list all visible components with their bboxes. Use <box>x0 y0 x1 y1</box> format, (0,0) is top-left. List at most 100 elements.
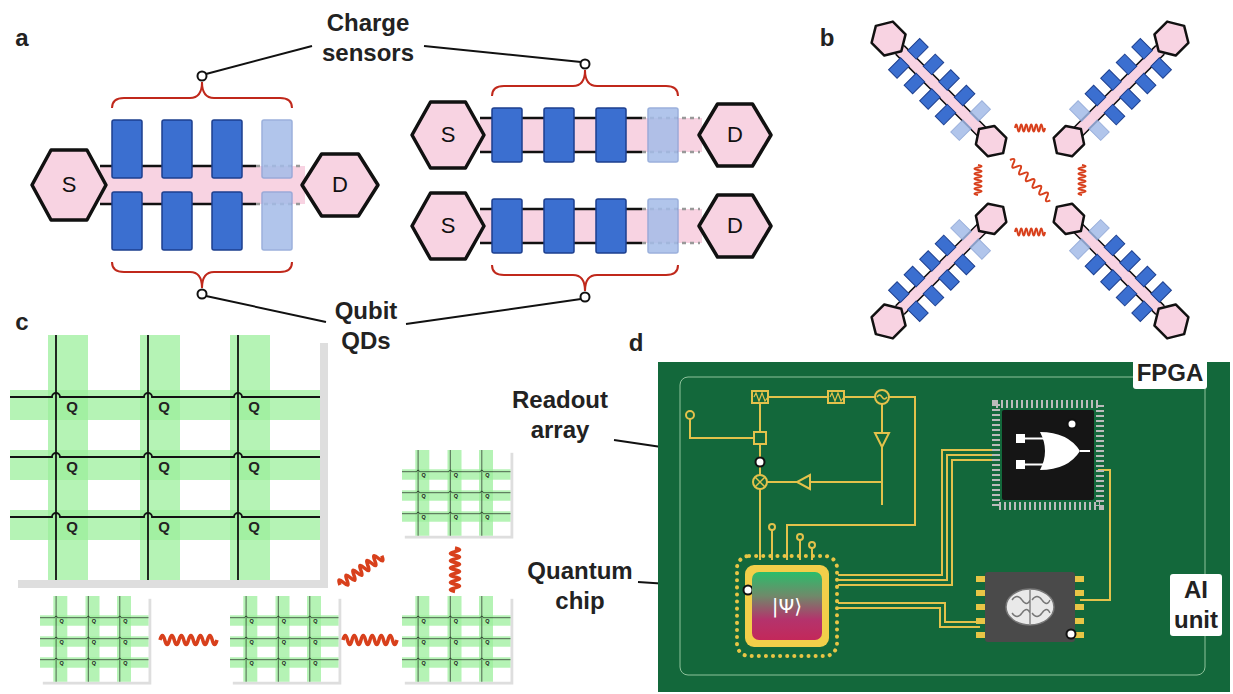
qubit-label: Q <box>422 493 426 500</box>
callout-label: AI unit <box>1170 574 1222 636</box>
curly-bracket <box>112 82 292 108</box>
cross-device <box>860 191 1018 349</box>
fpga-chip <box>996 404 1100 506</box>
single-row-device <box>492 108 522 162</box>
node-text: D <box>727 213 743 238</box>
circuit-trace <box>881 404 883 505</box>
hexagon-outline <box>412 193 484 259</box>
single-row-device <box>492 108 626 162</box>
qubit-label: Q <box>485 660 489 667</box>
qubit-label: Q <box>158 398 170 417</box>
panel-letter: c <box>15 307 28 337</box>
qubit-label: Q <box>454 472 458 479</box>
qubit-crossbar <box>402 450 513 539</box>
single-row-device <box>480 199 702 253</box>
node-text: S <box>62 172 77 197</box>
quantum-chip-package <box>745 565 829 647</box>
qubit-label: Q <box>313 660 317 667</box>
qubit-crossbar <box>230 596 341 685</box>
leader-dot <box>198 60 590 302</box>
circuit-symbol <box>875 433 889 447</box>
circuit-symbol <box>809 542 815 548</box>
callout-label: Charge sensors <box>322 8 414 68</box>
qubit-label: Q <box>454 514 458 521</box>
circuit-trace <box>767 481 882 483</box>
single-row-device <box>544 108 574 162</box>
qubit-label: Q <box>422 639 426 646</box>
qubit-label: Q <box>313 618 317 625</box>
circuit-trace <box>759 489 761 560</box>
control-board <box>658 362 1230 692</box>
source-contact: S <box>410 191 486 261</box>
qubit-label: Q <box>66 518 78 537</box>
leader-dot <box>198 72 207 81</box>
qubit-label: Q <box>248 458 260 477</box>
circuit-symbol <box>755 395 887 487</box>
single-row-device <box>648 199 678 253</box>
drain-contact: D <box>300 152 380 218</box>
double-row-device <box>100 120 305 250</box>
quantum-chip-package <box>737 556 837 656</box>
circuit-trace <box>760 397 915 560</box>
qubit-crossbar <box>160 635 217 644</box>
qubit-crossbar <box>337 552 384 589</box>
single-row-device <box>492 199 626 253</box>
single-row-device <box>596 199 626 253</box>
qubit-crossbar <box>343 635 397 644</box>
ai-chip <box>985 572 1075 642</box>
callout-label: Qubit QDs <box>335 296 398 356</box>
cross-device <box>1015 229 1045 236</box>
qubit-label: Q <box>92 618 96 625</box>
cross-device <box>860 10 1018 168</box>
qubit-label: Q <box>454 660 458 667</box>
circuit-symbol <box>686 411 694 419</box>
single-row-device <box>492 199 522 253</box>
callout-label: FPGA <box>1133 357 1208 389</box>
quantum-chip-die: |Ψ⟩ <box>752 572 822 640</box>
fpga-chip <box>1002 410 1094 500</box>
qubit-label: Q <box>313 639 317 646</box>
cross-device <box>1079 165 1086 195</box>
qubit-label: Q <box>485 639 489 646</box>
ai-chip <box>981 572 1079 642</box>
qubit-label: Q <box>60 618 64 625</box>
leader-dot <box>1067 630 1076 639</box>
qubit-label: Q <box>422 618 426 625</box>
node-text: S <box>441 122 456 147</box>
circuit-symbol <box>797 534 803 540</box>
qubit-crossbar <box>10 335 328 588</box>
double-row-device <box>112 120 142 178</box>
curly-bracket <box>112 262 292 288</box>
qubit-label: Q <box>66 458 78 477</box>
hexagon-outline <box>32 150 106 220</box>
qubit-label: Q <box>454 618 458 625</box>
leader-line <box>206 46 312 74</box>
circuit-symbol <box>686 390 889 548</box>
qubit-label: Q <box>250 660 254 667</box>
ai-chip <box>1012 590 1050 624</box>
panel-letter: b <box>820 23 835 53</box>
leader-dot <box>581 293 590 302</box>
double-row-device <box>212 192 242 250</box>
qubit-label: Q <box>282 639 286 646</box>
qubit-label: Q <box>158 458 170 477</box>
cross-device <box>1041 10 1199 168</box>
qubit-crossbar <box>40 596 151 685</box>
qubit-label: Q <box>485 618 489 625</box>
circuit-symbol <box>754 432 766 444</box>
fpga-chip <box>1016 434 1025 443</box>
fpga-chip <box>996 404 1100 506</box>
curly-bracket <box>112 70 678 291</box>
qubit-label: Q <box>123 618 127 625</box>
ai-chip <box>1006 589 1054 625</box>
double-row-device <box>162 192 192 250</box>
circuit-symbol <box>769 524 775 530</box>
single-row-device <box>596 108 626 162</box>
curly-bracket <box>492 265 678 291</box>
leader-dot <box>744 420 1077 639</box>
double-row-device <box>112 120 242 250</box>
qubit-label: Q <box>422 660 426 667</box>
leader-dot <box>1068 420 1077 429</box>
